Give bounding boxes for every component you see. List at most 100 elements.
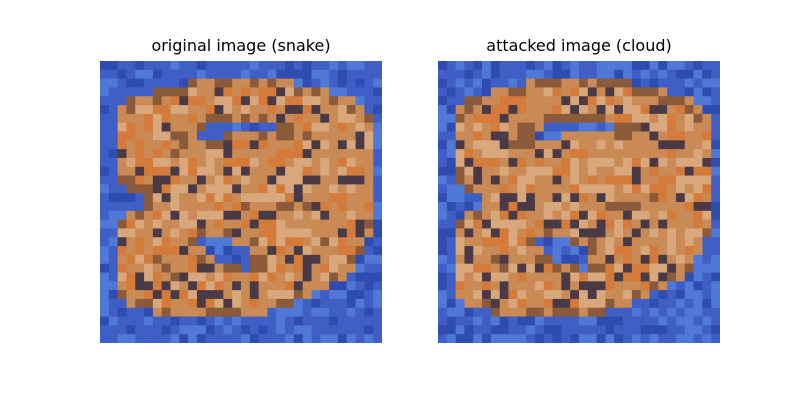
image-pixel xyxy=(473,87,483,97)
image-pixel xyxy=(241,87,251,97)
image-pixel xyxy=(100,298,110,309)
image-pixel xyxy=(631,210,642,221)
image-pixel xyxy=(161,131,171,141)
image-pixel xyxy=(267,263,277,273)
image-pixel xyxy=(364,131,374,141)
image-pixel xyxy=(587,184,598,194)
image-pixel xyxy=(108,219,119,229)
image-pixel xyxy=(170,61,180,71)
image-pixel xyxy=(346,219,357,229)
image-pixel xyxy=(490,175,501,185)
image-pixel xyxy=(473,263,483,273)
image-pixel xyxy=(285,87,295,97)
image-pixel xyxy=(135,166,145,177)
image-pixel xyxy=(517,228,527,238)
image-pixel xyxy=(241,210,251,221)
image-pixel xyxy=(214,219,224,229)
image-pixel xyxy=(126,78,136,88)
image-pixel xyxy=(249,246,260,256)
image-pixel xyxy=(126,228,136,238)
image-pixel xyxy=(144,113,154,124)
image-pixel xyxy=(196,281,207,291)
image-pixel xyxy=(517,290,527,300)
image-pixel xyxy=(276,184,286,194)
image-pixel xyxy=(311,69,321,80)
image-pixel xyxy=(587,131,598,141)
image-pixel xyxy=(667,140,677,150)
image-pixel xyxy=(241,61,251,71)
image-pixel xyxy=(702,87,712,97)
image-pixel xyxy=(464,69,474,80)
image-pixel xyxy=(249,140,260,150)
image-pixel xyxy=(658,61,668,71)
image-pixel xyxy=(605,78,615,88)
image-pixel xyxy=(258,219,268,229)
image-pixel xyxy=(135,69,145,80)
image-pixel xyxy=(249,122,260,132)
image-pixel xyxy=(649,246,659,256)
image-pixel xyxy=(693,316,703,326)
image-pixel xyxy=(464,61,474,71)
image-pixel xyxy=(438,122,448,132)
image-pixel xyxy=(135,105,145,115)
image-pixel xyxy=(214,184,224,194)
image-pixel xyxy=(455,246,465,256)
image-pixel xyxy=(605,334,615,343)
image-pixel xyxy=(499,316,509,326)
image-pixel xyxy=(552,334,562,343)
image-pixel xyxy=(232,316,242,326)
image-pixel xyxy=(614,157,624,168)
image-pixel xyxy=(276,228,286,238)
image-pixel xyxy=(640,122,650,132)
image-pixel xyxy=(684,193,695,203)
image-pixel xyxy=(302,61,312,71)
image-pixel xyxy=(117,210,127,221)
image-pixel xyxy=(490,290,501,300)
image-pixel xyxy=(517,193,527,203)
image-pixel xyxy=(223,113,233,124)
image-pixel xyxy=(675,184,686,194)
image-pixel xyxy=(640,166,650,177)
image-pixel xyxy=(596,149,606,159)
image-pixel xyxy=(517,122,527,132)
image-pixel xyxy=(631,166,642,177)
image-pixel xyxy=(623,246,633,256)
image-pixel xyxy=(258,61,268,71)
image-pixel xyxy=(675,263,686,273)
image-pixel xyxy=(311,131,321,141)
image-pixel xyxy=(152,228,163,238)
image-pixel xyxy=(684,263,695,273)
image-pixel xyxy=(337,290,348,300)
image-pixel xyxy=(499,175,509,185)
image-pixel xyxy=(684,157,695,168)
image-pixel xyxy=(517,263,527,273)
image-pixel xyxy=(605,202,615,212)
image-pixel xyxy=(534,228,545,238)
image-pixel xyxy=(117,290,127,300)
image-pixel xyxy=(188,96,198,106)
image-pixel xyxy=(464,157,474,168)
image-pixel xyxy=(455,202,465,212)
image-pixel xyxy=(108,157,119,168)
image-pixel xyxy=(214,166,224,177)
image-pixel xyxy=(570,325,580,335)
image-pixel xyxy=(649,87,659,97)
image-pixel xyxy=(337,263,348,273)
image-pixel xyxy=(320,316,330,326)
image-pixel xyxy=(702,307,712,318)
image-pixel xyxy=(631,122,642,132)
image-pixel xyxy=(214,202,224,212)
image-pixel xyxy=(499,334,509,343)
image-pixel xyxy=(161,210,171,221)
image-pixel xyxy=(675,290,686,300)
image-pixel xyxy=(517,298,527,309)
image-pixel xyxy=(329,166,339,177)
image-pixel xyxy=(693,228,703,238)
image-pixel xyxy=(373,96,382,106)
image-pixel xyxy=(499,307,509,318)
image-pixel xyxy=(364,325,374,335)
image-pixel xyxy=(214,272,224,282)
image-pixel xyxy=(561,281,571,291)
image-pixel xyxy=(117,61,127,71)
image-pixel xyxy=(232,237,242,247)
